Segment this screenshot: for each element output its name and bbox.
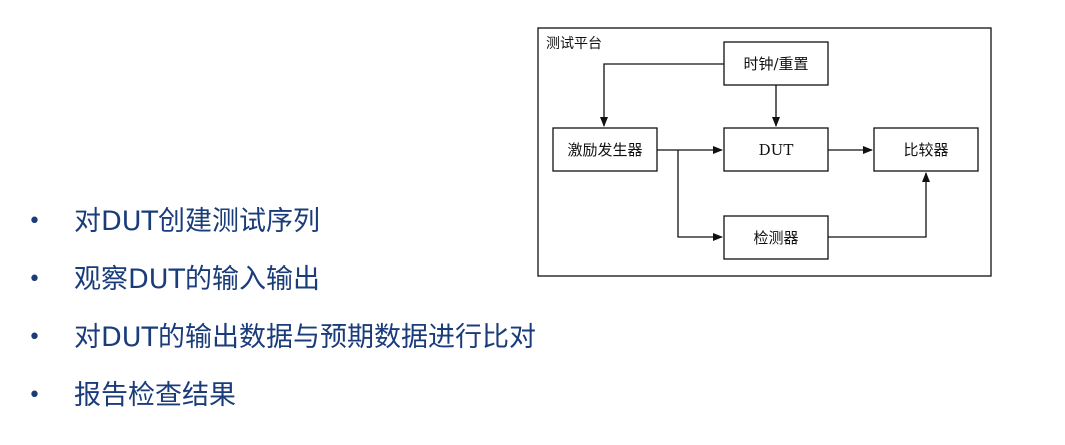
bullet-text: 对DUT创建测试序列: [74, 206, 321, 237]
stimulus-generator-label: 激励发生器: [567, 141, 642, 159]
dut-box: [723, 127, 829, 172]
clock-reset-box: [723, 41, 829, 86]
arrow-stimulus-to-monitor: [677, 150, 723, 241]
bullet-text: 对DUT的输出数据与预期数据进行比对: [74, 322, 537, 353]
bullet-text: 报告检查结果: [74, 380, 236, 411]
bullet-marker: •: [28, 267, 41, 292]
bullet-marker: •: [28, 383, 41, 408]
comparator-label: 比较器: [903, 141, 948, 159]
list-item: • 对DUT的输出数据与预期数据进行比对: [28, 316, 536, 374]
dut-label: DUT: [759, 141, 794, 159]
arrow-monitor-to-comparator: [828, 172, 930, 238]
testbench-frame: [537, 27, 992, 277]
comparator-box: [873, 127, 979, 172]
testbench-frame-title: 测试平台: [546, 36, 602, 52]
list-item: • 对DUT创建测试序列: [28, 200, 536, 258]
clock-reset-label: 时钟/重置: [743, 55, 808, 73]
bullet-text: 观察DUT的输入输出: [74, 264, 321, 295]
arrow-clock-to-stimulus: [600, 63, 724, 127]
bullet-marker: •: [28, 209, 41, 234]
bullet-list: • 对DUT创建测试序列 • 观察DUT的输入输出 • 对DUT的输出数据与预期…: [28, 200, 536, 432]
bullet-marker: •: [28, 325, 41, 350]
monitor-label: 检测器: [753, 229, 798, 247]
list-item: • 观察DUT的输入输出: [28, 258, 536, 316]
list-item: • 报告检查结果: [28, 374, 536, 432]
